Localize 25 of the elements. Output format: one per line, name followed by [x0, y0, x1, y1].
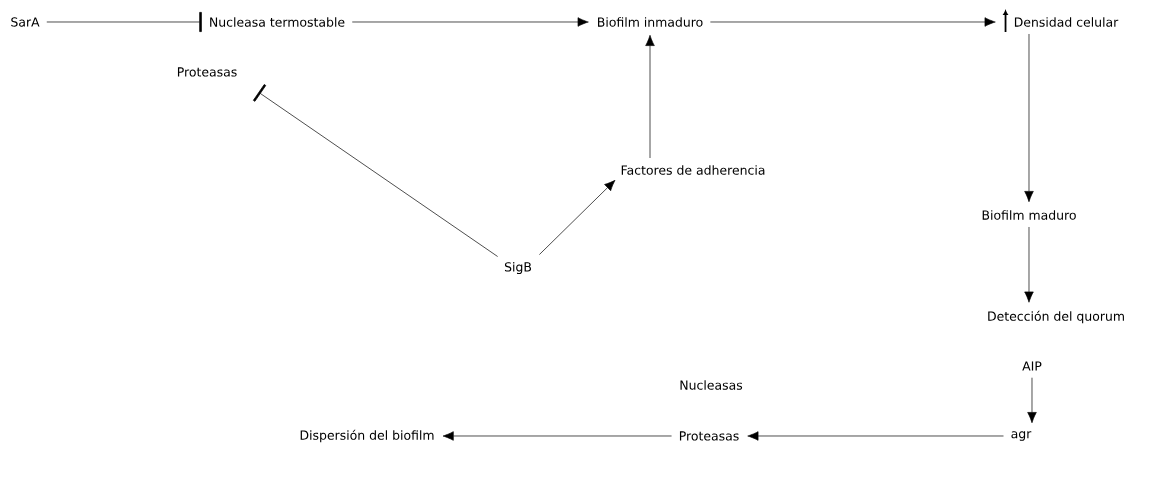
node-label: agr [1011, 431, 1032, 441]
node-label: Factores de adherencia [621, 165, 765, 175]
node-label: Detección del quorum [988, 310, 1124, 324]
node-label: Biofilm maduro [982, 210, 1076, 220]
arrow [442, 431, 672, 441]
arrow [351, 17, 589, 27]
arrow [1024, 33, 1034, 203]
node-label: Proteasas [177, 67, 237, 77]
node-label: Nucleasa termostable [210, 17, 345, 27]
arrow [539, 179, 616, 255]
arrow [710, 17, 996, 27]
arrow [645, 34, 655, 159]
node-label: AIP [1022, 361, 1042, 371]
node-label: Densidad celular [1014, 17, 1119, 27]
node-label: Proteasas [679, 431, 739, 441]
node-label: Dispersión del biofilm [300, 429, 434, 443]
node-label: Nucleasas [680, 380, 743, 390]
node-label: SigB [504, 261, 532, 274]
arrow [1027, 377, 1037, 424]
arrow [46, 12, 202, 32]
node-label: SarA [11, 17, 40, 27]
arrow [1024, 226, 1034, 303]
arrow [747, 431, 1004, 441]
node-label: Biofilm inmaduro [598, 17, 703, 27]
arrow [253, 84, 498, 257]
